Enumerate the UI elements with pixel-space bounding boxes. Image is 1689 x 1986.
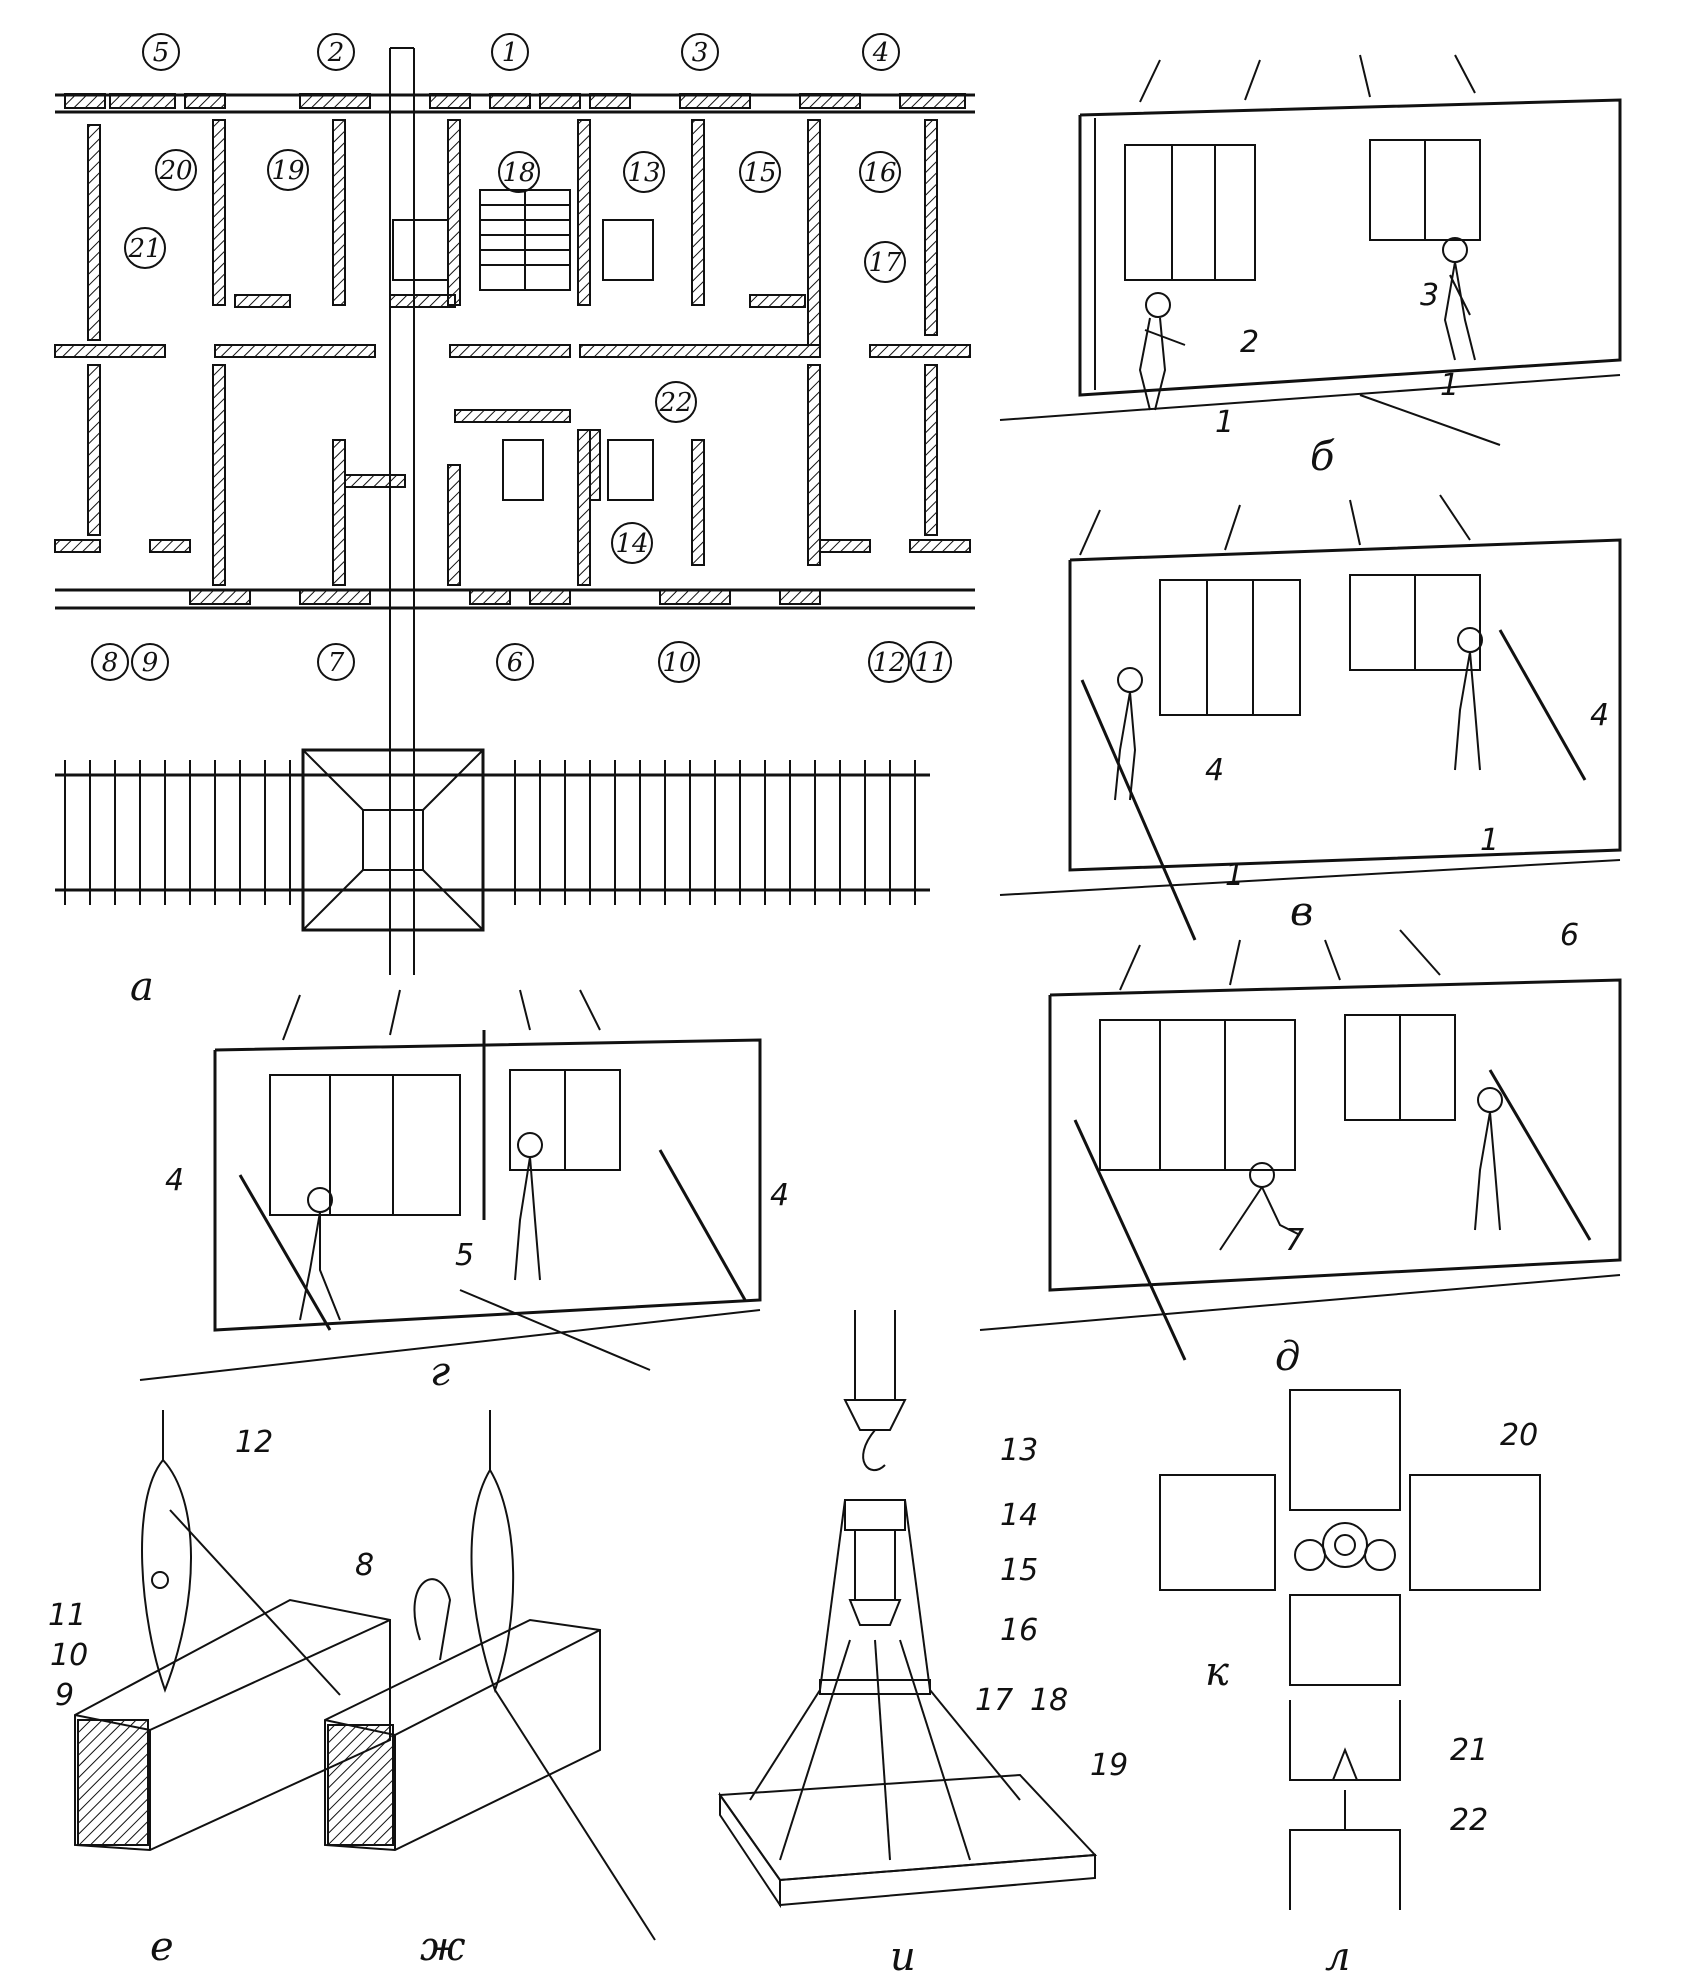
panel-b-scene	[999, 54, 1622, 446]
svg-text:2: 2	[1240, 325, 1259, 360]
svg-text:4: 4	[1205, 753, 1224, 788]
panel-b-labels: 1 1 2 3	[1215, 278, 1459, 440]
panel-g-scene	[139, 989, 762, 1381]
callout-21: 21	[127, 234, 161, 264]
svg-text:1: 1	[1480, 823, 1499, 858]
svg-text:3: 3	[1420, 278, 1439, 313]
svg-text:1: 1	[1215, 405, 1234, 440]
callout-18: 18	[502, 158, 535, 188]
panel-label-e: е	[150, 1924, 174, 1970]
svg-text:4: 4	[770, 1178, 789, 1213]
callout-13: 13	[627, 158, 660, 188]
panel-d-labels: 6 7	[1285, 918, 1579, 1258]
callout-5: 5	[153, 38, 170, 68]
callout-6: 6	[507, 648, 524, 678]
svg-text:16: 16	[1000, 1613, 1038, 1648]
svg-text:11: 11	[48, 1598, 86, 1633]
panel-zh-scene	[324, 1410, 656, 1941]
svg-text:21: 21	[1450, 1733, 1488, 1768]
callout-9: 9	[142, 648, 159, 678]
svg-text:15: 15	[1000, 1553, 1038, 1588]
panel-v-labels: 1 1 4 4	[1205, 698, 1609, 893]
svg-text:22: 22	[1450, 1803, 1488, 1838]
callout-2: 2	[327, 38, 345, 68]
svg-text:7: 7	[1285, 1223, 1304, 1258]
panel-i-labels: 13 14 15 16 17 18 19	[975, 1433, 1128, 1783]
svg-text:5: 5	[455, 1238, 474, 1273]
svg-text:17: 17	[975, 1683, 1013, 1718]
panel-label-zh: ж	[420, 1924, 466, 1970]
panel-l-labels: 21 22	[1450, 1733, 1488, 1838]
svg-text:1: 1	[1225, 858, 1244, 893]
panel-label-d: д	[1275, 1334, 1300, 1380]
svg-text:20: 20	[1500, 1418, 1538, 1453]
plan-callouts: 1 2 3 4 5 6 7 8 9 10 11 12 13 14 15 16 1…	[91, 33, 952, 683]
callout-8: 8	[102, 648, 119, 678]
callout-14: 14	[615, 529, 648, 559]
callout-12: 12	[872, 648, 905, 678]
panel-v-scene	[999, 494, 1622, 941]
svg-text:13: 13	[1000, 1433, 1038, 1468]
panel-label-a: а	[130, 964, 154, 1010]
svg-text:8: 8	[355, 1548, 374, 1583]
svg-text:4: 4	[1590, 698, 1609, 733]
svg-text:9: 9	[55, 1678, 74, 1713]
svg-text:10: 10	[50, 1638, 88, 1673]
panel-label-b: б	[1310, 434, 1335, 480]
floor-plan	[54, 47, 975, 975]
callout-1: 1	[502, 38, 519, 68]
panel-l-scene	[1289, 1700, 1401, 1910]
panel-label-g: г	[430, 1349, 450, 1395]
panel-i-scene	[718, 1310, 1098, 1909]
panel-g-labels: 4 4 5	[165, 1163, 789, 1273]
panel-label-k: к	[1205, 1649, 1229, 1695]
callout-19: 19	[271, 156, 304, 186]
svg-text:6: 6	[1560, 918, 1579, 953]
svg-text:18: 18	[1030, 1683, 1068, 1718]
panel-k-scene	[1159, 1389, 1541, 1686]
callout-16: 16	[863, 158, 896, 188]
svg-text:12: 12	[235, 1425, 273, 1460]
panel-e-labels: 8 9 10 11 12	[48, 1425, 374, 1713]
callout-22: 22	[658, 388, 692, 418]
panel-k-labels: 20	[1500, 1418, 1538, 1453]
callout-15: 15	[743, 158, 776, 188]
svg-text:1: 1	[1440, 368, 1459, 403]
panel-label-v: в	[1290, 889, 1313, 935]
svg-text:4: 4	[165, 1163, 184, 1198]
callout-17: 17	[868, 248, 902, 278]
svg-text:14: 14	[1000, 1498, 1038, 1533]
panel-d-scene	[979, 929, 1622, 1361]
callout-4: 4	[872, 38, 890, 68]
panel-label-l: л	[1325, 1934, 1350, 1980]
callout-7: 7	[328, 648, 345, 678]
callout-20: 20	[158, 156, 192, 186]
callout-11: 11	[914, 648, 947, 678]
panel-label-i: и	[890, 1934, 916, 1980]
svg-text:19: 19	[1090, 1748, 1128, 1783]
callout-3: 3	[692, 38, 709, 68]
callout-10: 10	[662, 648, 695, 678]
